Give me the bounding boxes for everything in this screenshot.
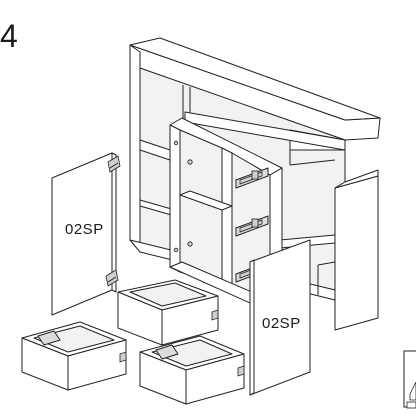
warning-icon [403,350,416,409]
module-divider [221,147,233,291]
drawer-lower-left [21,321,127,391]
handle-icon [37,330,61,346]
handle-icon [155,344,179,360]
drawer-upper [117,279,219,346]
drawer-lower-left-side [67,339,127,391]
hinge-icon [107,155,121,173]
step-number: 4 [0,18,18,54]
hinge-icon [105,269,119,287]
drawer-slide-icon [235,215,269,237]
hinge-cup-icon [187,241,193,247]
drawer-lower-center [139,335,245,405]
hinge-cup-icon [187,159,193,165]
cabinet-right-side [334,175,379,331]
drawer-upper-side [161,295,219,346]
center-drawer-module [169,117,283,313]
right-door-02sp [249,239,311,396]
left-door-part-label: 02SP [65,221,104,238]
drawer-slide-icon [235,167,269,189]
cabinet-left-side [129,44,141,247]
cabinet-top-edge [129,37,381,121]
right-door-part-label: 02SP [262,315,301,332]
drawer-slide-icon [211,309,219,321]
drawer-lower-center-side [185,353,245,405]
left-door-02sp [51,152,121,316]
